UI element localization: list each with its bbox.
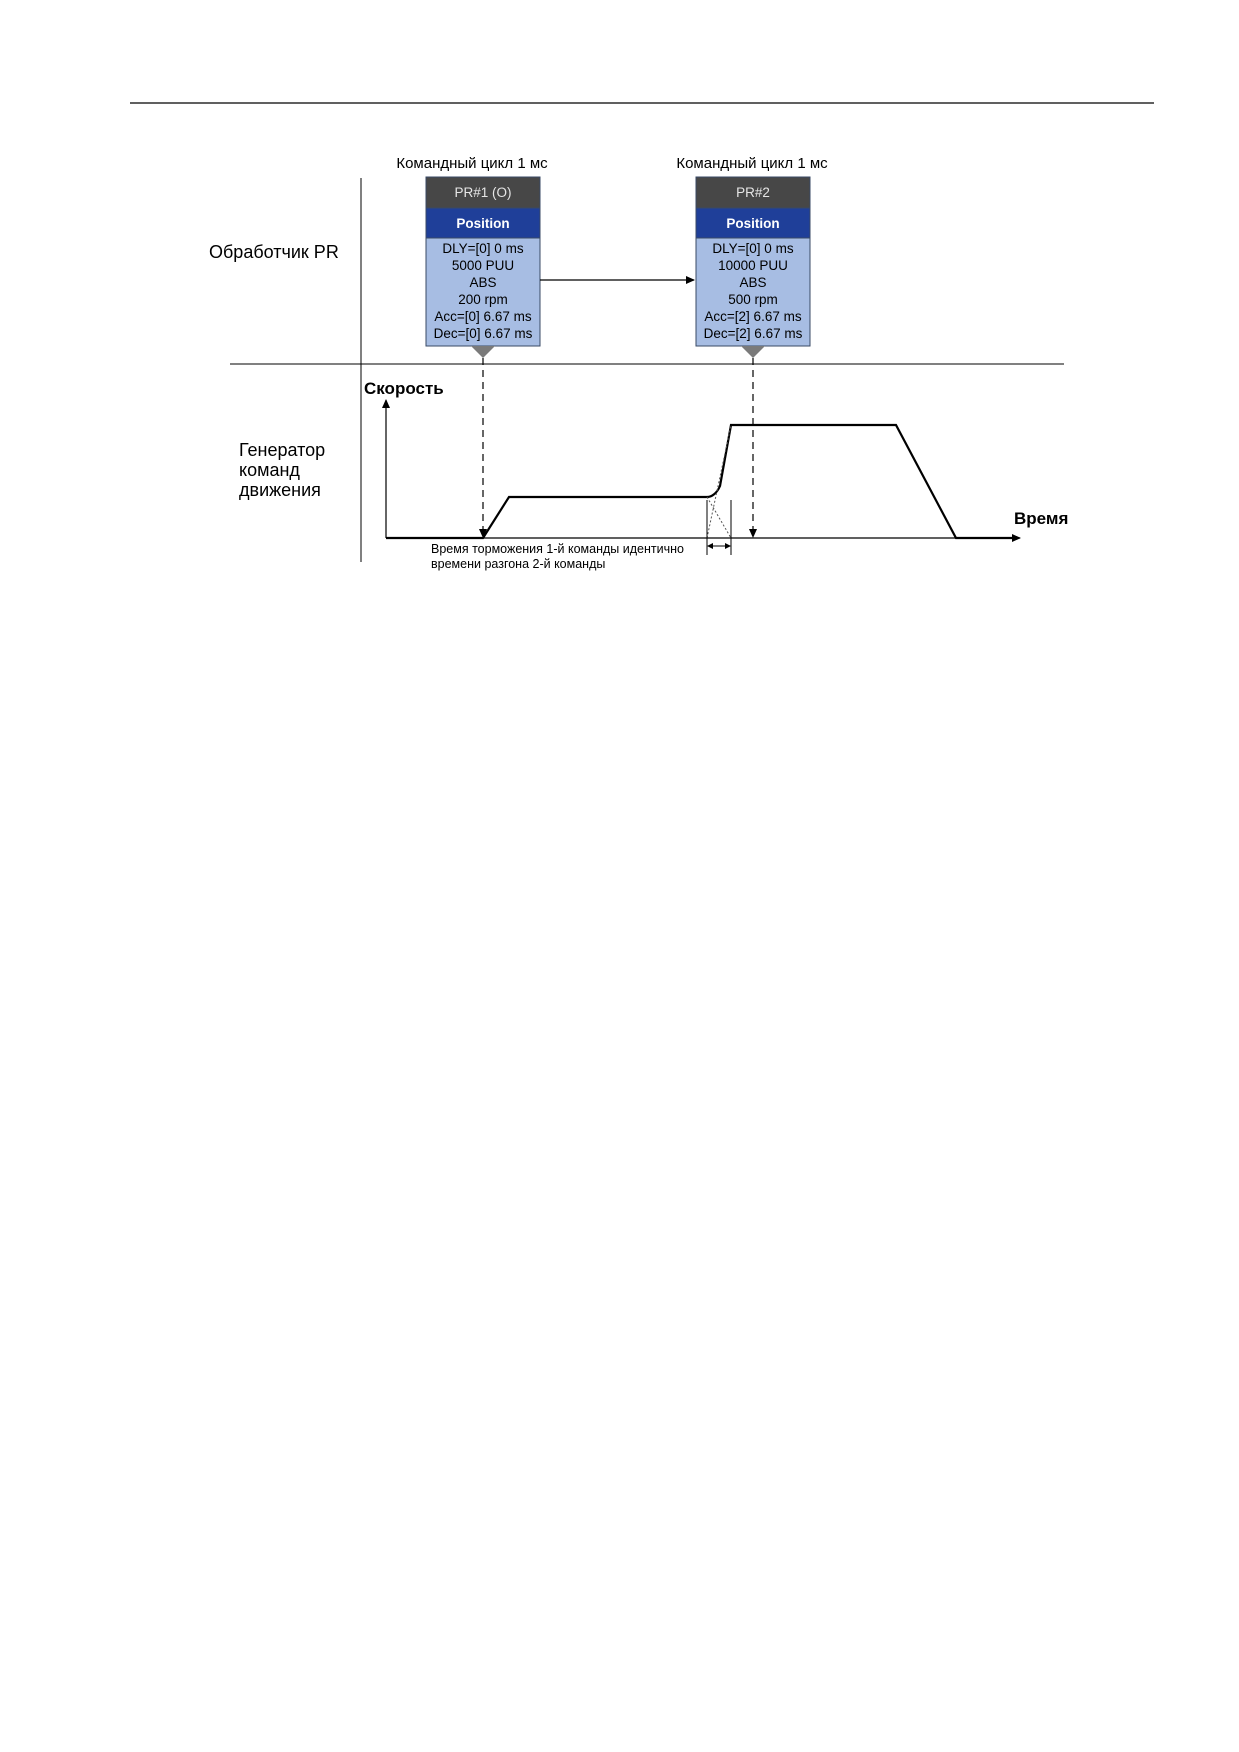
pr2-trigger-pointer [741, 346, 765, 358]
pr2-line-speed: 500 rpm [728, 292, 778, 307]
overlap-note-line1: Время торможения 1-й команды идентично [431, 542, 684, 556]
velocity-profile [386, 423, 1012, 540]
pr1-line-speed: 200 rpm [458, 292, 508, 307]
pr1-line-acc: Acc=[0] 6.67 ms [434, 309, 531, 324]
speed-axis-label: Скорость [364, 379, 444, 398]
pr2-line-delay: DLY=[0] 0 ms [712, 241, 793, 256]
generator-label-line1: Генератор [239, 440, 325, 460]
pr2-line-acc: Acc=[2] 6.67 ms [704, 309, 801, 324]
pr2-mode-text: Position [726, 216, 779, 231]
pr1-line-delay: DLY=[0] 0 ms [442, 241, 523, 256]
pr1-line-dec: Dec=[0] 6.67 ms [434, 326, 533, 341]
overlap-marker-left-arrowhead [707, 543, 713, 549]
pr2-line-abs: ABS [739, 275, 766, 290]
overlap-marker-right-arrowhead [725, 543, 731, 549]
pr2-line-dec: Dec=[2] 6.67 ms [704, 326, 803, 341]
pr2-acceleration-dotted [706, 424, 732, 539]
pr1-header-text: PR#1 (O) [454, 185, 511, 200]
pr2-header-text: PR#2 [736, 185, 770, 200]
generator-label-line2: команд [239, 460, 300, 480]
pr2-block: Командный цикл 1 мс PR#2 Position DLY=[0… [676, 155, 828, 358]
generator-label-line3: движения [239, 480, 321, 500]
overlap-note-line2: времени разгона 2-й команды [431, 557, 605, 571]
pr1-mode-text: Position [456, 216, 509, 231]
time-axis-label: Время [1014, 509, 1068, 528]
pr1-body [425, 237, 541, 347]
pr1-trigger-pointer [471, 346, 495, 358]
pr1-deceleration-dotted [706, 496, 732, 539]
pr2-cycle-label: Командный цикл 1 мс [676, 155, 828, 172]
pr1-mode-bar [425, 207, 541, 239]
pr2-line-position: 10000 PUU [718, 258, 788, 273]
pr1-line-position: 5000 PUU [452, 258, 514, 273]
pr1-block: Командный цикл 1 мс PR#1 (O) Position DL… [396, 155, 548, 358]
pr1-line-abs: ABS [469, 275, 496, 290]
pr1-cycle-label: Командный цикл 1 мс [396, 155, 548, 172]
processor-label: Обработчик PR [209, 242, 339, 262]
pr1-header-bar [425, 176, 541, 209]
